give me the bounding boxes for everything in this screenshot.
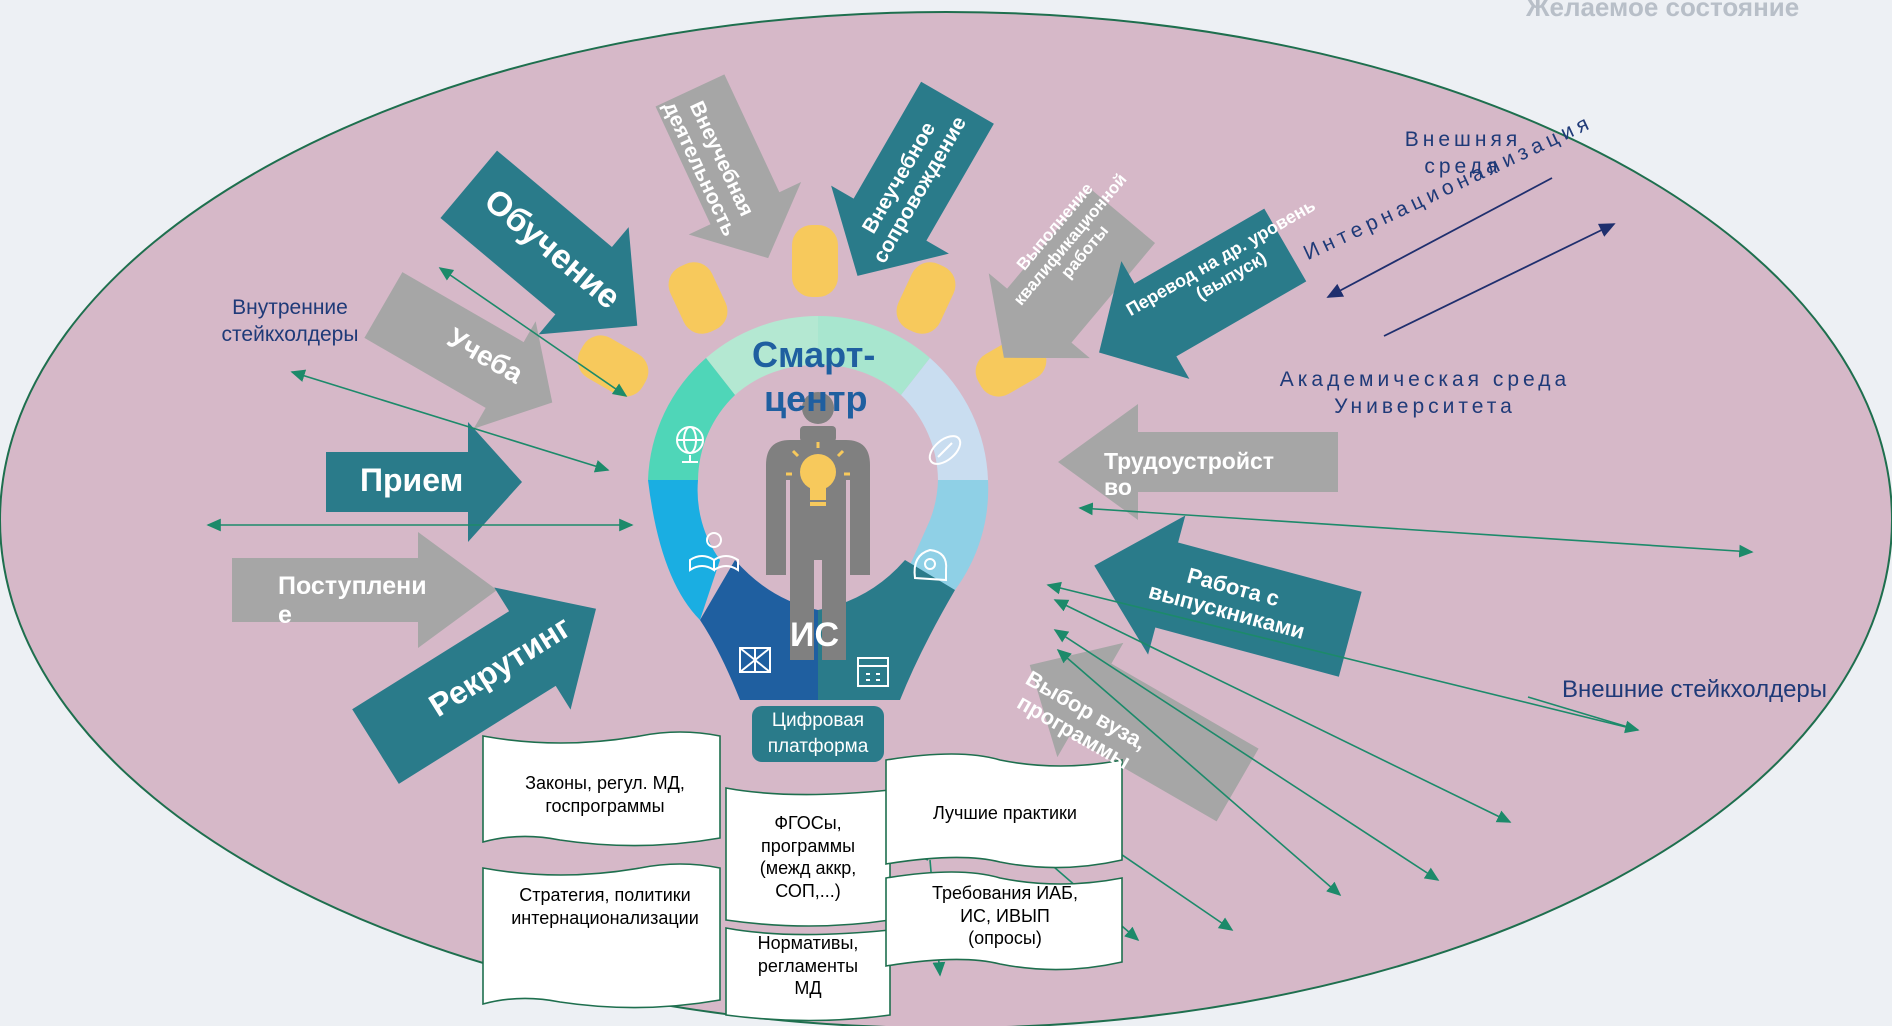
documents (482, 731, 1123, 1022)
rugby-ball-icon (928, 435, 962, 465)
person-silhouette-icon (766, 392, 870, 660)
arrow-label-postuplenie: Поступление (278, 572, 427, 629)
doc-strategy: Стратегия, политики интернационализации (511, 885, 699, 928)
calendar-icon (857, 657, 889, 687)
page-title: Желаемое состояние (1526, 0, 1800, 22)
head-gears-icon (913, 548, 948, 582)
doc-laws: Законы, регул. МД, госпрограммы (525, 773, 685, 816)
lightbulb-icon (786, 442, 850, 506)
platform-label-line2: платформа (767, 736, 869, 757)
smart-center-title-line2: центр (764, 378, 868, 419)
is-label: ИС (790, 616, 839, 654)
smart-center-title-line1: Смарт- (752, 334, 876, 375)
globe-icon (676, 426, 704, 463)
external-environment-label: Внешняя среда (1404, 128, 1522, 179)
doc-normativy: Нормативы, регламенты МД (757, 933, 859, 998)
book-lightbulb-icon (689, 532, 739, 572)
arrow-label-trudoustroistvo: Трудоустройство (1104, 448, 1275, 501)
internal-stakeholders-label: Внутренние стейкхолдеры (221, 296, 359, 347)
academic-environment-label: Академическая среда Университета (1279, 368, 1571, 419)
external-stakeholders-label: Внешние стейкхолдеры (1562, 676, 1828, 703)
doc-fgos: ФГОСы, программы (межд аккр, СОП,...) (759, 813, 857, 901)
platform-label-line1: Цифровая (771, 710, 865, 731)
platform-box (752, 706, 884, 762)
doc-practices: Лучшие практики (933, 803, 1077, 823)
internationalization-arrows (1326, 177, 1616, 337)
flag-document-icon (739, 647, 771, 673)
bulb-rays (577, 225, 1047, 397)
bulb-ring (648, 315, 989, 700)
doc-requirements: Требования ИАБ, ИС, ИВЫП (опросы) (932, 883, 1078, 948)
arrow-label-priem: Прием (360, 462, 464, 498)
